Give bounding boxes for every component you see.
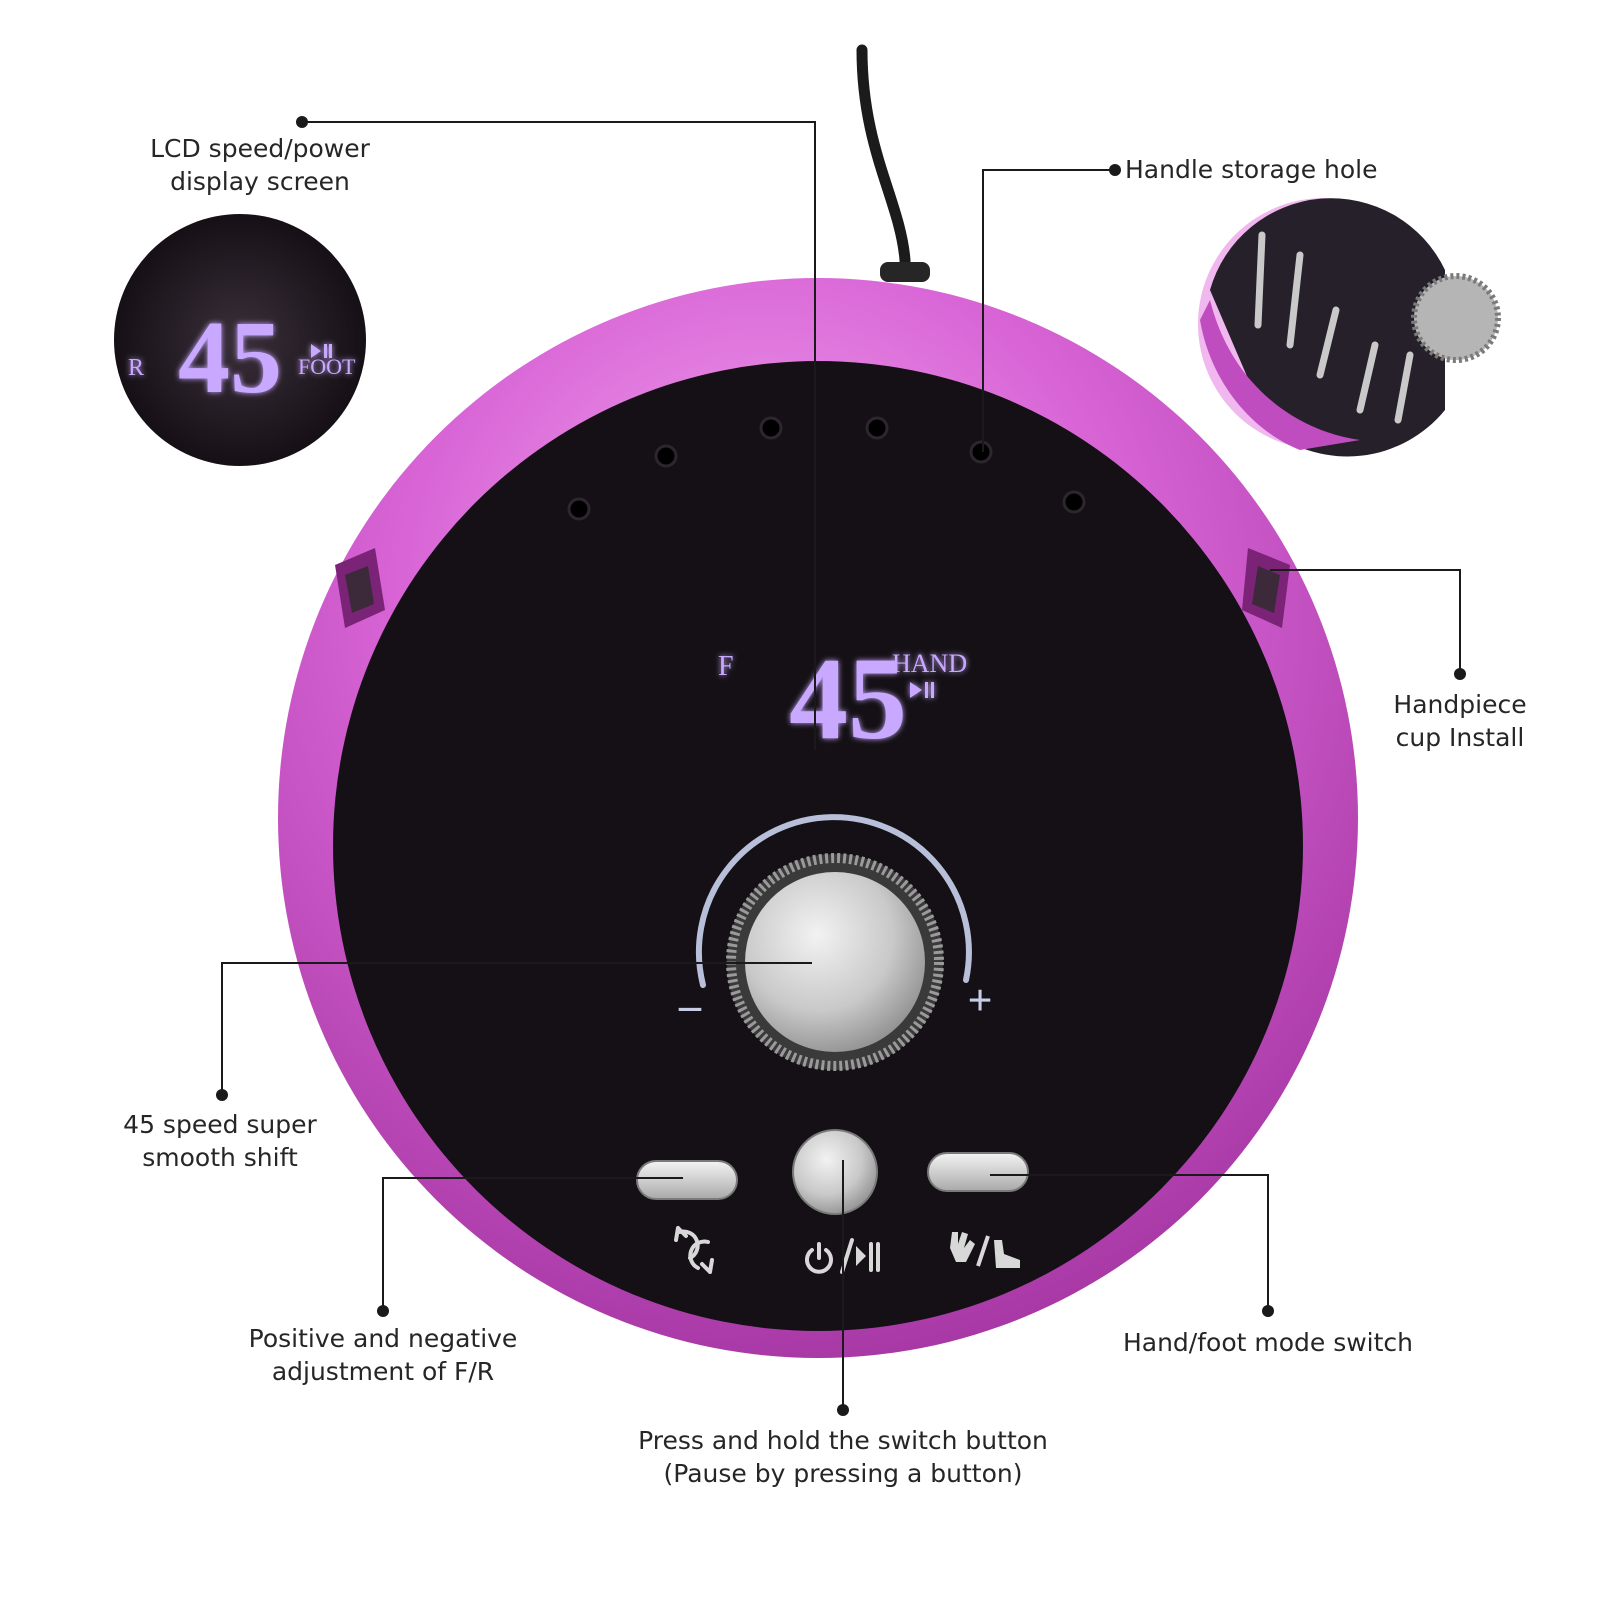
power-cord [856,44,911,281]
handle-storage-holes [567,416,1086,521]
inset-knob [1411,273,1501,363]
left-cup-mount [335,548,385,628]
leader-fr [382,1177,683,1311]
main-speed-readout: 45 [789,633,907,764]
main-play-pause-icon [910,682,934,698]
label-handle-storage: Handle storage hole [1125,155,1378,184]
main-mode-indicator: HAND [892,649,967,678]
speed-arc [696,814,972,988]
inset-mode-indicator: FOOT [298,354,356,379]
inset-play-pause-icon [311,344,332,358]
speed-knob[interactable] [726,853,944,1071]
speed-minus-sign: – [678,981,702,1030]
inset-speed-readout: 45 [178,300,282,415]
leader-storage [982,169,1115,452]
label-fr-adjust: Positive and negative adjustment of F/R [248,1324,518,1386]
label-lcd-display: LCD speed/power display screen [150,134,370,196]
leader-cup [1270,569,1461,674]
leader-dots [216,116,1466,1416]
power-button[interactable] [792,1129,878,1215]
leader-lcd [302,121,816,750]
leader-speed [221,962,812,1095]
label-power-button: Press and hold the switch button (Pause … [638,1426,1048,1488]
fr-button[interactable] [636,1160,738,1200]
drill-bits [1254,231,1414,424]
mode-button[interactable] [927,1152,1029,1192]
lcd-inset: R 45 FOOT [114,214,366,466]
control-panel [333,361,1303,1331]
main-direction-indicator: F [718,651,734,682]
label-handpiece-cup: Handpiece cup Install [1393,690,1527,752]
leader-lines [221,121,1461,1410]
cord-strain-relief [880,262,930,282]
storage-inset [1198,198,1501,457]
label-speed-shift: 45 speed super smooth shift [123,1110,317,1172]
rotate-direction-icon [674,1226,714,1274]
leader-mode [990,1174,1269,1311]
right-cup-mount [1242,548,1290,628]
main-lcd-display: F 45 HAND [718,633,967,764]
label-mode-switch: Hand/foot mode switch [1122,1328,1414,1357]
speed-plus-sign: + [967,976,992,1025]
inset-direction-indicator: R [128,355,144,381]
hand-foot-icon [950,1232,1020,1268]
